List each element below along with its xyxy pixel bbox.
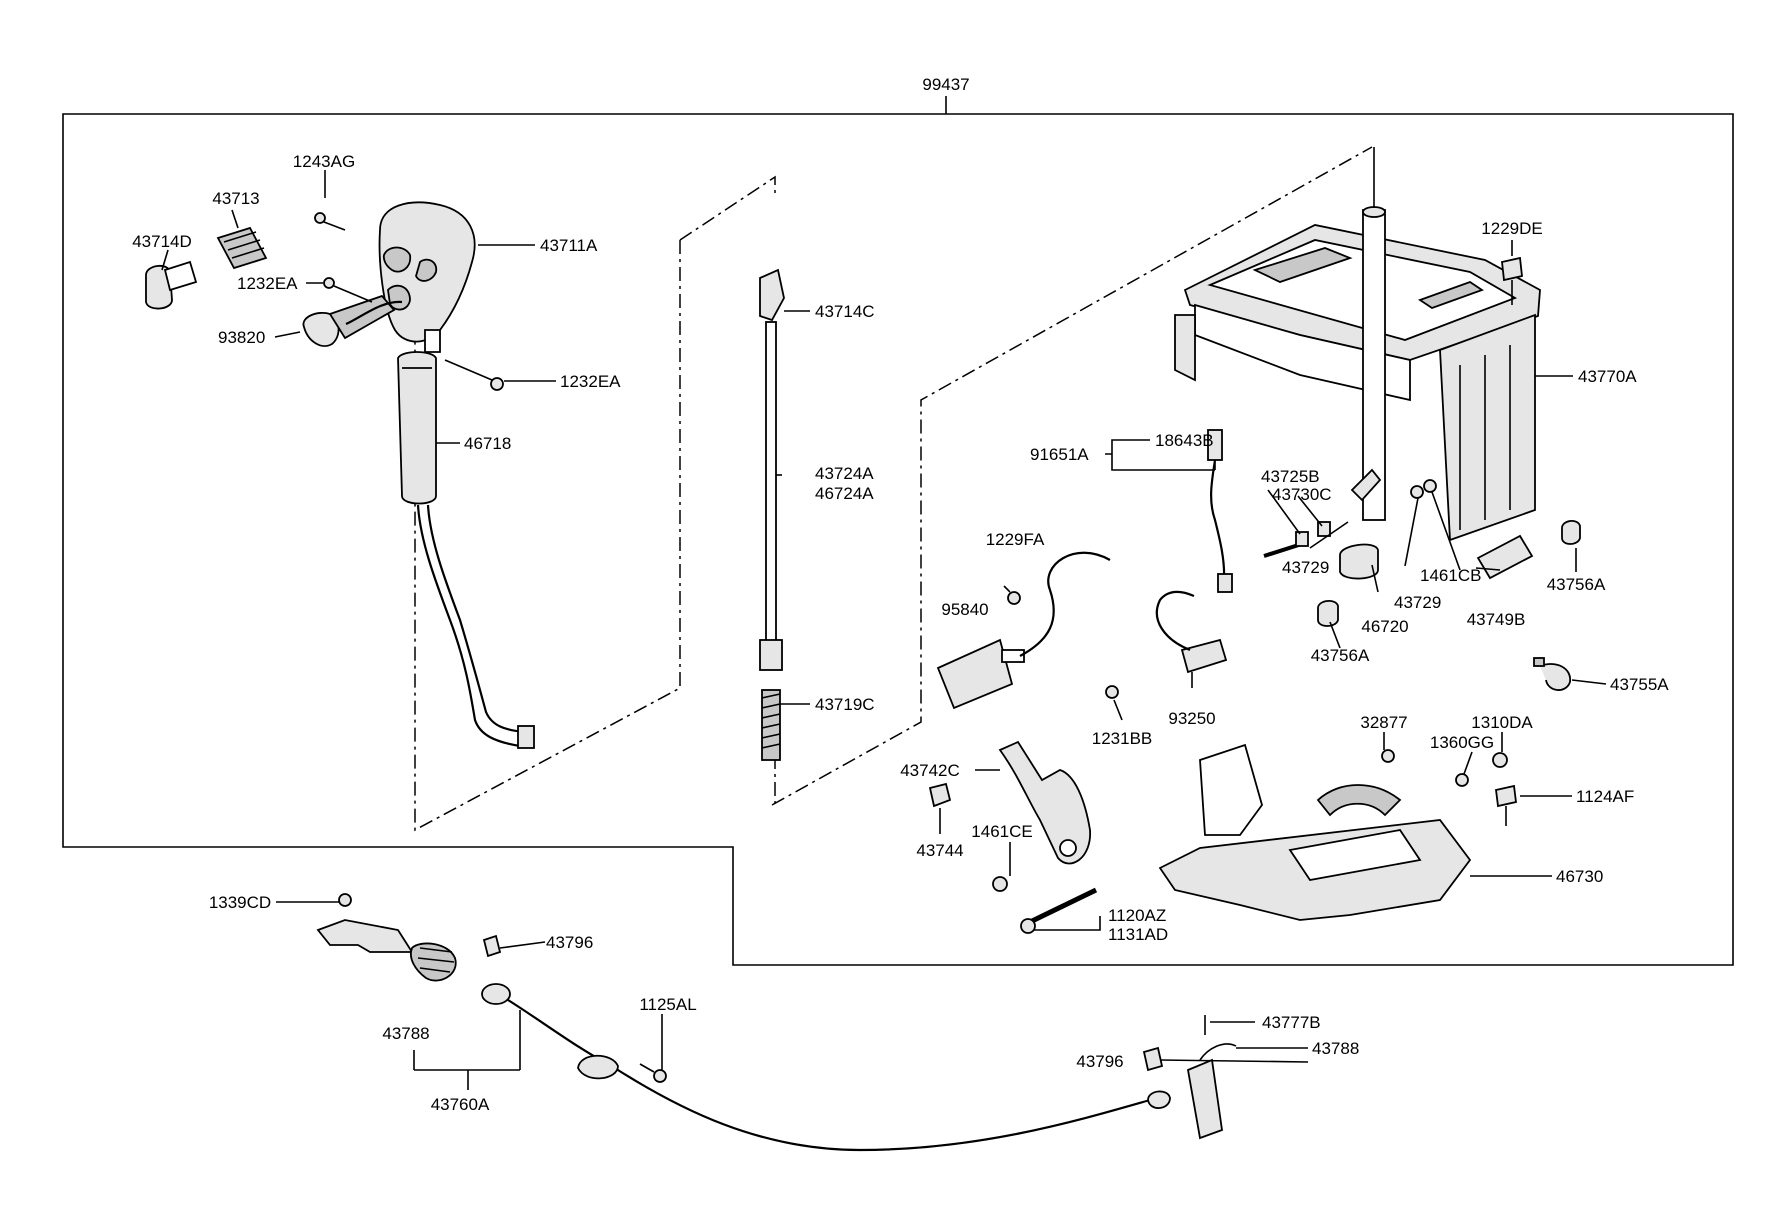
callout-1125AL: 1125AL: [639, 995, 696, 1014]
callout-95840: 95840: [941, 600, 988, 619]
knob-button-43714D: [145, 260, 198, 310]
callout-43711A: 43711A: [540, 236, 598, 255]
bracket-fasteners: [1381, 749, 1517, 826]
clamp-43755A: [1533, 657, 1571, 691]
callout-1131AD: 1131AD: [1108, 925, 1168, 944]
callout-18643B: 18643B: [1155, 431, 1214, 450]
callout-1360GG: 1360GG: [1430, 733, 1494, 752]
knob-spring-43713: [216, 226, 268, 270]
sensor-93250: [1105, 590, 1228, 699]
ring-1461CE: [992, 876, 1008, 892]
callout-1229DE: 1229DE: [1481, 219, 1542, 238]
callout-46730: 46730: [1556, 867, 1603, 886]
callout-43788-right: 43788: [1312, 1039, 1359, 1058]
knob-guide-outline: [414, 175, 776, 832]
indicator-guide-outline: [771, 146, 1373, 806]
callout-43714C: 43714C: [815, 302, 875, 321]
callout-1339CD: 1339CD: [209, 893, 271, 912]
callout-91651A: 91651A: [1030, 445, 1089, 464]
callout-1232EA-upper: 1232EA: [237, 274, 298, 293]
callout-43777B: 43777B: [1262, 1013, 1321, 1032]
callout-43742C: 43742C: [900, 761, 960, 780]
callout-43713: 43713: [212, 189, 259, 208]
indicator-housing-43770A: [1174, 224, 1541, 542]
knob-insert-93820: [302, 294, 403, 347]
rod-43724A: [759, 321, 783, 671]
callout-43760A: 43760A: [431, 1095, 490, 1114]
connector-18643B: [1207, 429, 1233, 593]
callout-43756A-right: 43756A: [1547, 575, 1606, 594]
callout-1231BB: 1231BB: [1092, 729, 1153, 748]
pipe-43749B: [1476, 534, 1534, 580]
callout-43719C: 43719C: [815, 695, 875, 714]
callout-43730C: 43730C: [1272, 485, 1332, 504]
switch-95840: [936, 551, 1111, 710]
lever-46720: [1339, 468, 1382, 580]
callout-43756A-left: 43756A: [1311, 646, 1370, 665]
callout-1229FA: 1229FA: [986, 530, 1045, 549]
shift-cable-43760A: [316, 919, 1237, 1152]
callout-43796-lower: 43796: [1076, 1052, 1123, 1071]
callout-43788-left: 43788: [382, 1024, 429, 1043]
callout-43729-left: 43729: [1282, 558, 1329, 577]
clip-43744: [928, 782, 952, 808]
callout-46720: 46720: [1361, 617, 1408, 636]
cable-fasteners: [338, 893, 1206, 1083]
callout-46724A: 46724A: [815, 484, 874, 503]
detent-lever-43742C: [998, 740, 1091, 865]
callout-93250: 93250: [1168, 709, 1215, 728]
rod-cap-43714C: [759, 268, 785, 322]
callout-1232EA-lower: 1232EA: [560, 372, 621, 391]
callout-93820: 93820: [218, 328, 265, 347]
callout-46718: 46718: [464, 434, 511, 453]
knob-screws: [314, 212, 504, 391]
callout-43724A: 43724A: [815, 464, 874, 483]
callout-1120AZ: 1120AZ: [1108, 906, 1166, 925]
leader-lines: [161, 170, 1607, 1090]
callout-43729-right: 43729: [1394, 593, 1441, 612]
callout-43770A: 43770A: [1578, 367, 1637, 386]
callout-1124AF: 1124AF: [1576, 787, 1634, 806]
rod-spring-43719C: [761, 689, 781, 761]
bolt-1120AZ: [1020, 887, 1098, 934]
select-lever-shaft: [1362, 147, 1386, 521]
callout-1243AG: 1243AG: [293, 152, 355, 171]
callout-43749B: 43749B: [1467, 610, 1526, 629]
callout-43744: 43744: [916, 841, 963, 860]
callout-99437: 99437: [922, 75, 969, 94]
knob-rod-46718: [397, 351, 535, 749]
bracket-46730: [1158, 743, 1472, 921]
callout-43796-upper: 43796: [546, 933, 593, 952]
assembly-frame-99437: [62, 96, 1734, 966]
housing-bolt-1229DE: [1501, 256, 1523, 305]
callout-43725B: 43725B: [1261, 467, 1320, 486]
callout-1461CE: 1461CE: [971, 822, 1032, 841]
callout-labels: 99437 1243AG 43713 43714D 43711A 1232EA …: [132, 75, 1669, 1114]
callout-43714D: 43714D: [132, 232, 192, 251]
callout-32877: 32877: [1360, 713, 1407, 732]
callout-1461CB: 1461CB: [1420, 566, 1481, 585]
shift-knob-43711A: [378, 201, 476, 353]
bushing-43756A: [1317, 520, 1581, 627]
callout-1310DA: 1310DA: [1471, 713, 1533, 732]
callout-43755A: 43755A: [1610, 675, 1669, 694]
